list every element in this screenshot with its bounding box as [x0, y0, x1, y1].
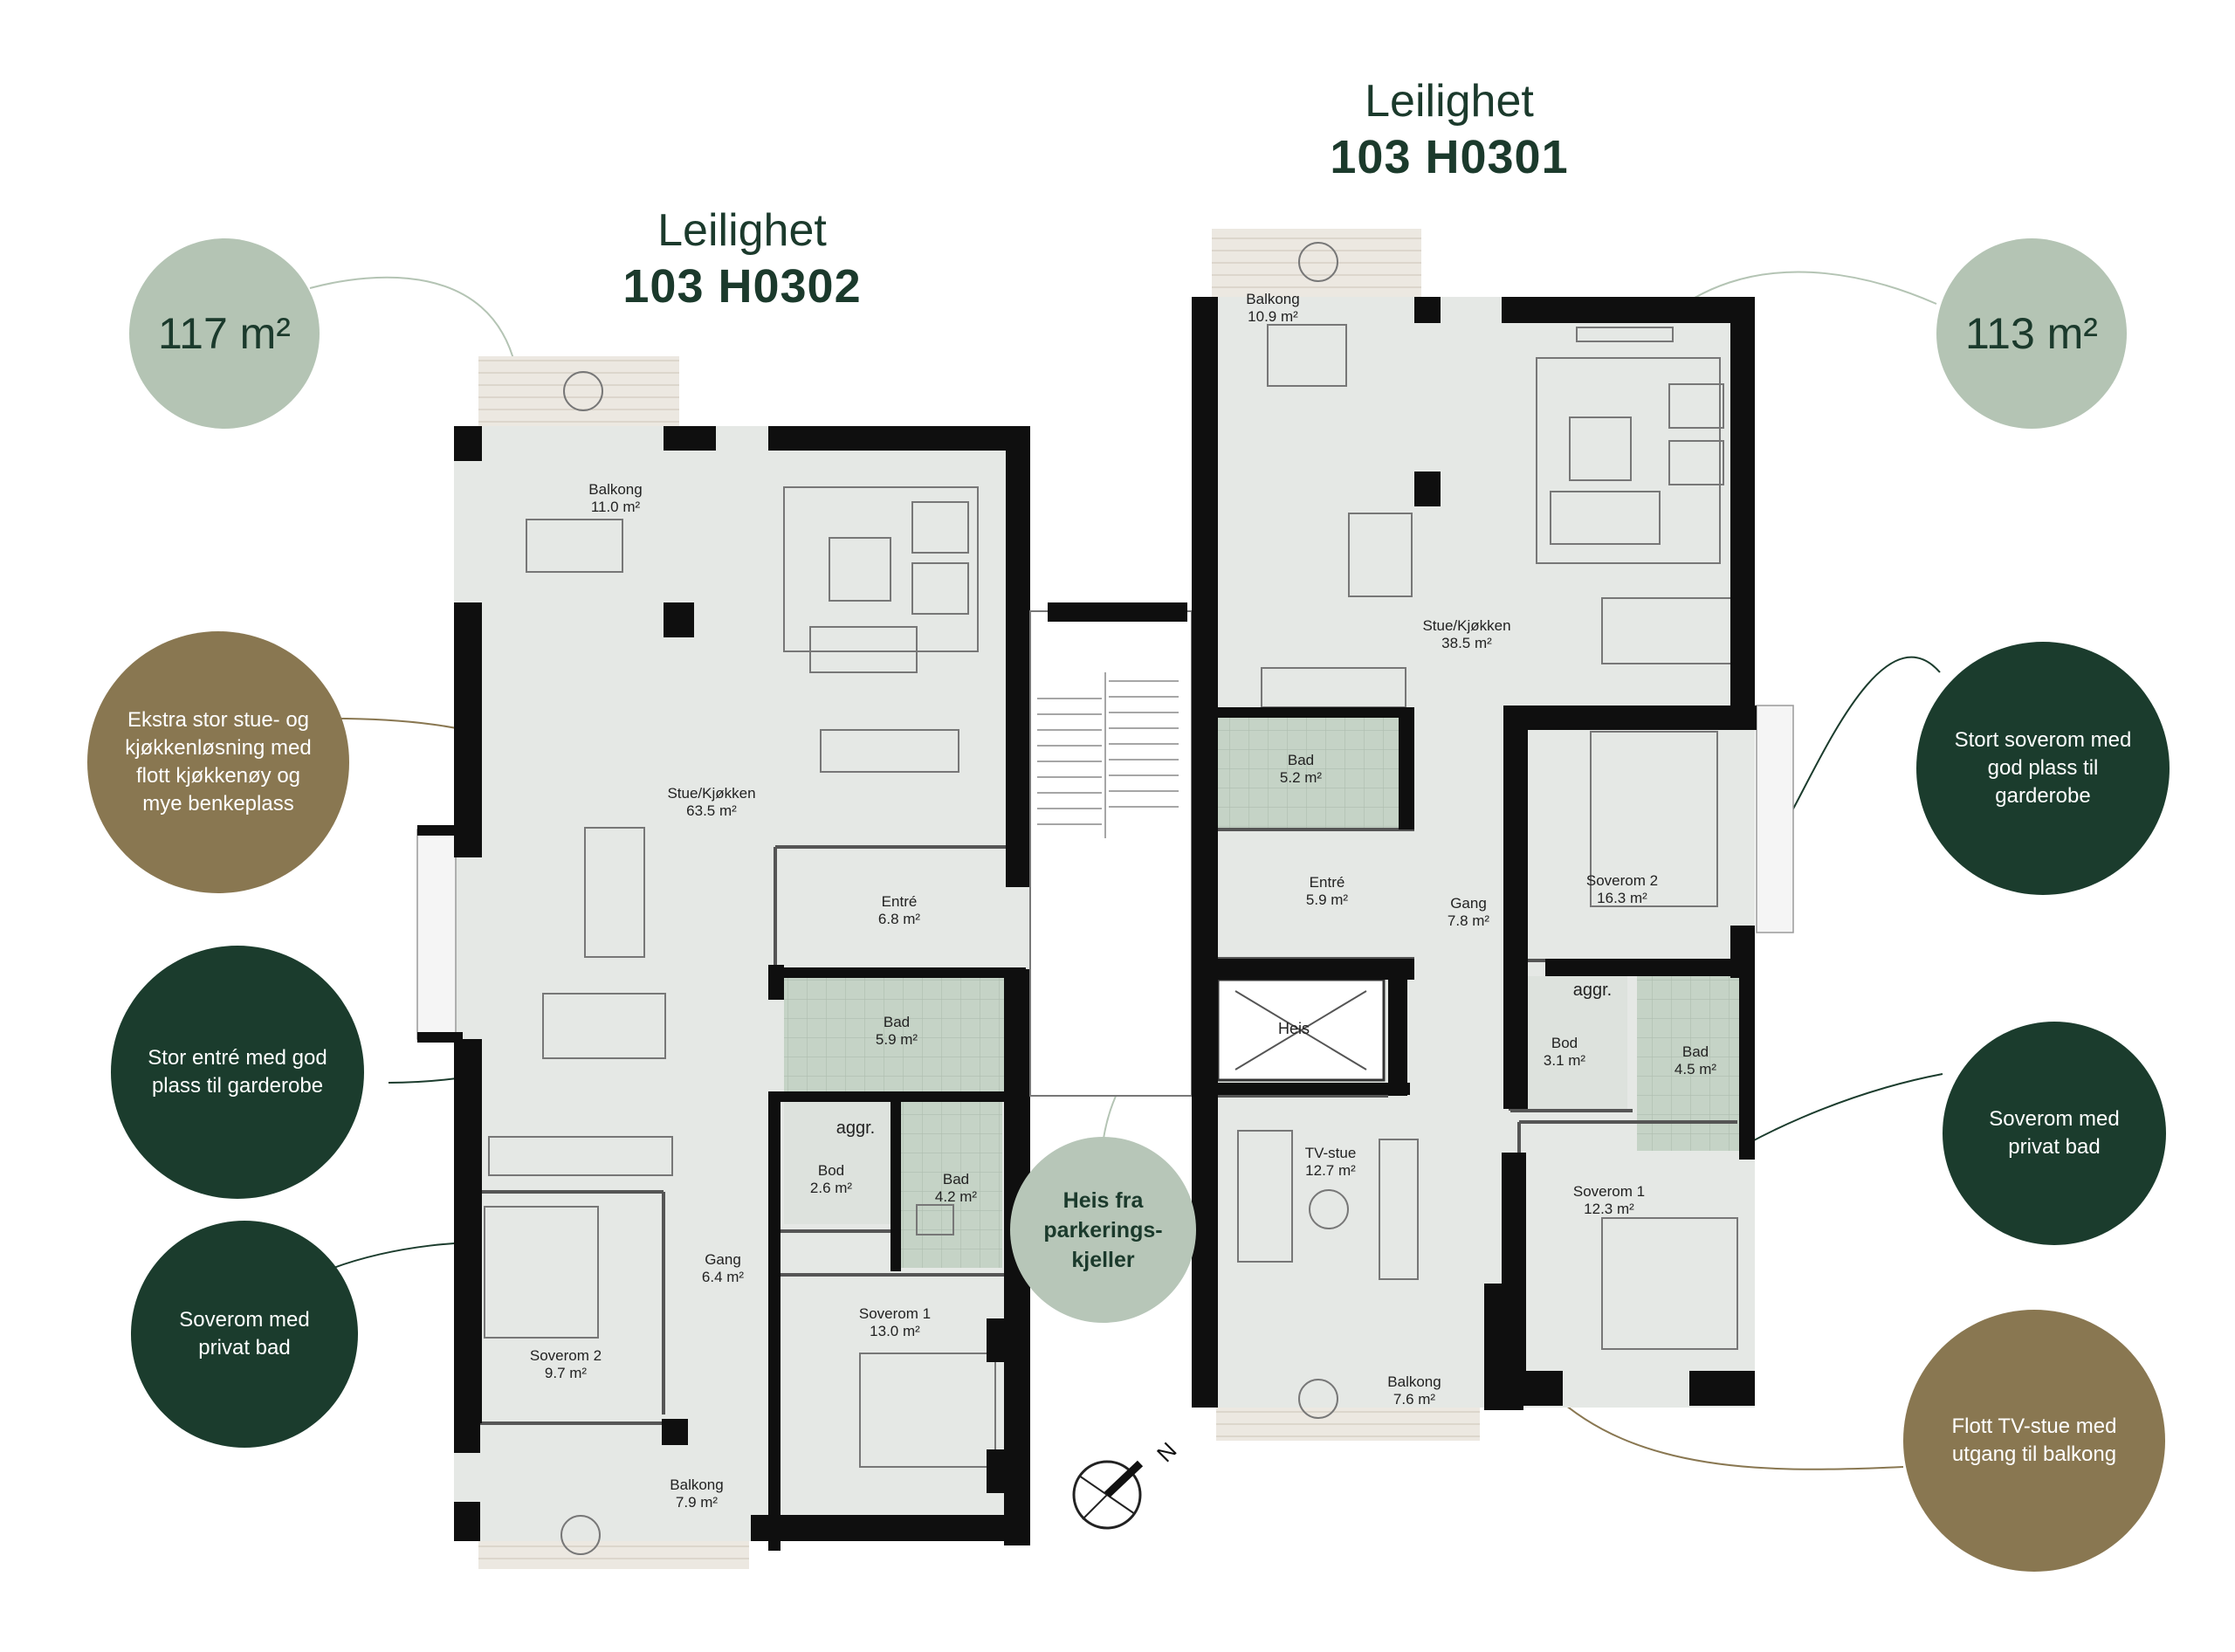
callout-text: Heis fra parkerings-kjeller: [1043, 1187, 1163, 1272]
stair-core: [1029, 602, 1193, 1097]
room-name: Balkong: [1387, 1373, 1441, 1390]
room-area: 38.5 m²: [1441, 635, 1492, 651]
apartment-number: 103 H0302: [622, 260, 862, 313]
room-name: Soverom 1: [1573, 1183, 1645, 1200]
room-area: 16.3 m²: [1597, 890, 1647, 906]
room-area: 4.2 m²: [935, 1188, 978, 1205]
callout-text: Stort soverom med god plass til garderob…: [1954, 728, 2132, 808]
room-name: Stue/Kjøkken: [667, 785, 755, 802]
room-area: 10.9 m²: [1248, 308, 1298, 325]
callout-text: Stor entré med god plass til garderobe: [148, 1046, 327, 1098]
callout-text: Ekstra stor stue- og kjøkkenløsning med …: [125, 708, 312, 816]
area-value: 117 m²: [158, 309, 291, 358]
room-name: Soverom 2: [1586, 872, 1658, 889]
room-name: Entré: [1310, 874, 1345, 891]
room-area: 5.2 m²: [1280, 769, 1323, 786]
connector-area-left: [309, 276, 516, 366]
room-name: Balkong: [670, 1476, 723, 1493]
callout-text: Soverom med privat bad: [1989, 1107, 2120, 1159]
room-name: Bad: [1288, 752, 1314, 768]
room-area: 12.3 m²: [1584, 1201, 1634, 1217]
room-name: aggr.: [1573, 981, 1612, 1000]
room-area: 6.8 m²: [878, 911, 921, 927]
room-name: Bod: [818, 1162, 844, 1179]
room-area: 6.4 m²: [702, 1269, 745, 1285]
room-area: 4.5 m²: [1675, 1061, 1717, 1077]
apartment-title-left: Leilighet 103 H0302: [541, 203, 943, 314]
room-area: 7.8 m²: [1448, 912, 1490, 929]
room-name: Gang: [705, 1251, 741, 1268]
room-name: Gang: [1450, 895, 1487, 912]
room-name: Entré: [882, 893, 918, 910]
apartment-number: 103 H0301: [1330, 131, 1569, 183]
room-name: Soverom 2: [530, 1347, 602, 1364]
apartment-label: Leilighet: [1365, 76, 1534, 127]
apartment-title-right: Leilighet 103 H0301: [1248, 73, 1650, 185]
room-name: Bod: [1551, 1035, 1578, 1051]
room-name: TV-stue: [1305, 1145, 1357, 1161]
room-area: 5.9 m²: [876, 1031, 918, 1048]
room-area: 7.9 m²: [676, 1494, 719, 1511]
room-name: Bad: [884, 1014, 910, 1030]
room-labels: Balkong 11.0 m² Stue/Kjøkken 63.5 m² Ent…: [530, 291, 1717, 1511]
room-area: 13.0 m²: [870, 1323, 920, 1339]
room-area: 2.6 m²: [810, 1180, 853, 1196]
apartment-right-plan: [1192, 229, 1794, 1441]
room-name: Balkong: [1246, 291, 1299, 307]
callout-elevator: Heis fra parkerings-kjeller: [1010, 1137, 1196, 1323]
callout-text: Soverom med privat bad: [179, 1308, 310, 1359]
apartment-label: Leilighet: [657, 205, 827, 256]
area-value: 113 m²: [1965, 309, 2098, 358]
room-area: 12.7 m²: [1305, 1162, 1356, 1179]
callout-bedroom-left: Soverom med privat bad: [131, 1221, 358, 1448]
room-area: 7.6 m²: [1393, 1391, 1436, 1408]
room-area: 63.5 m²: [686, 802, 737, 819]
area-badge-right: 113 m²: [1936, 238, 2127, 429]
room-area: 3.1 m²: [1544, 1052, 1586, 1069]
room-area: 9.7 m²: [545, 1365, 588, 1381]
callout-text: Flott TV-stue med utgang til balkong: [1951, 1415, 2117, 1466]
area-badge-left: 117 m²: [129, 238, 320, 429]
callout-entrance: Stor entré med god plass til garderobe: [111, 946, 364, 1199]
compass-icon: N: [1072, 1437, 1182, 1530]
callout-big-bedroom: Stort soverom med god plass til garderob…: [1916, 642, 2170, 895]
room-name: Bad: [1682, 1043, 1709, 1060]
callout-tv-room: Flott TV-stue med utgang til balkong: [1903, 1310, 2165, 1572]
room-name: Bad: [943, 1171, 969, 1187]
callout-bedroom-right: Soverom med privat bad: [1943, 1022, 2166, 1245]
apartment-left-plan: [416, 356, 1030, 1569]
room-area: 11.0 m²: [591, 499, 641, 515]
room-name: Soverom 1: [859, 1305, 931, 1322]
room-name: Stue/Kjøkken: [1422, 617, 1510, 634]
room-name: Balkong: [588, 481, 642, 498]
room-area: 5.9 m²: [1306, 891, 1349, 908]
room-name: Heis: [1278, 1020, 1310, 1037]
callout-kitchen: Ekstra stor stue- og kjøkkenløsning med …: [87, 631, 349, 893]
connector-big-bedroom: [1791, 656, 1941, 813]
room-name: aggr.: [836, 1119, 875, 1138]
compass-letter: N: [1152, 1437, 1181, 1467]
